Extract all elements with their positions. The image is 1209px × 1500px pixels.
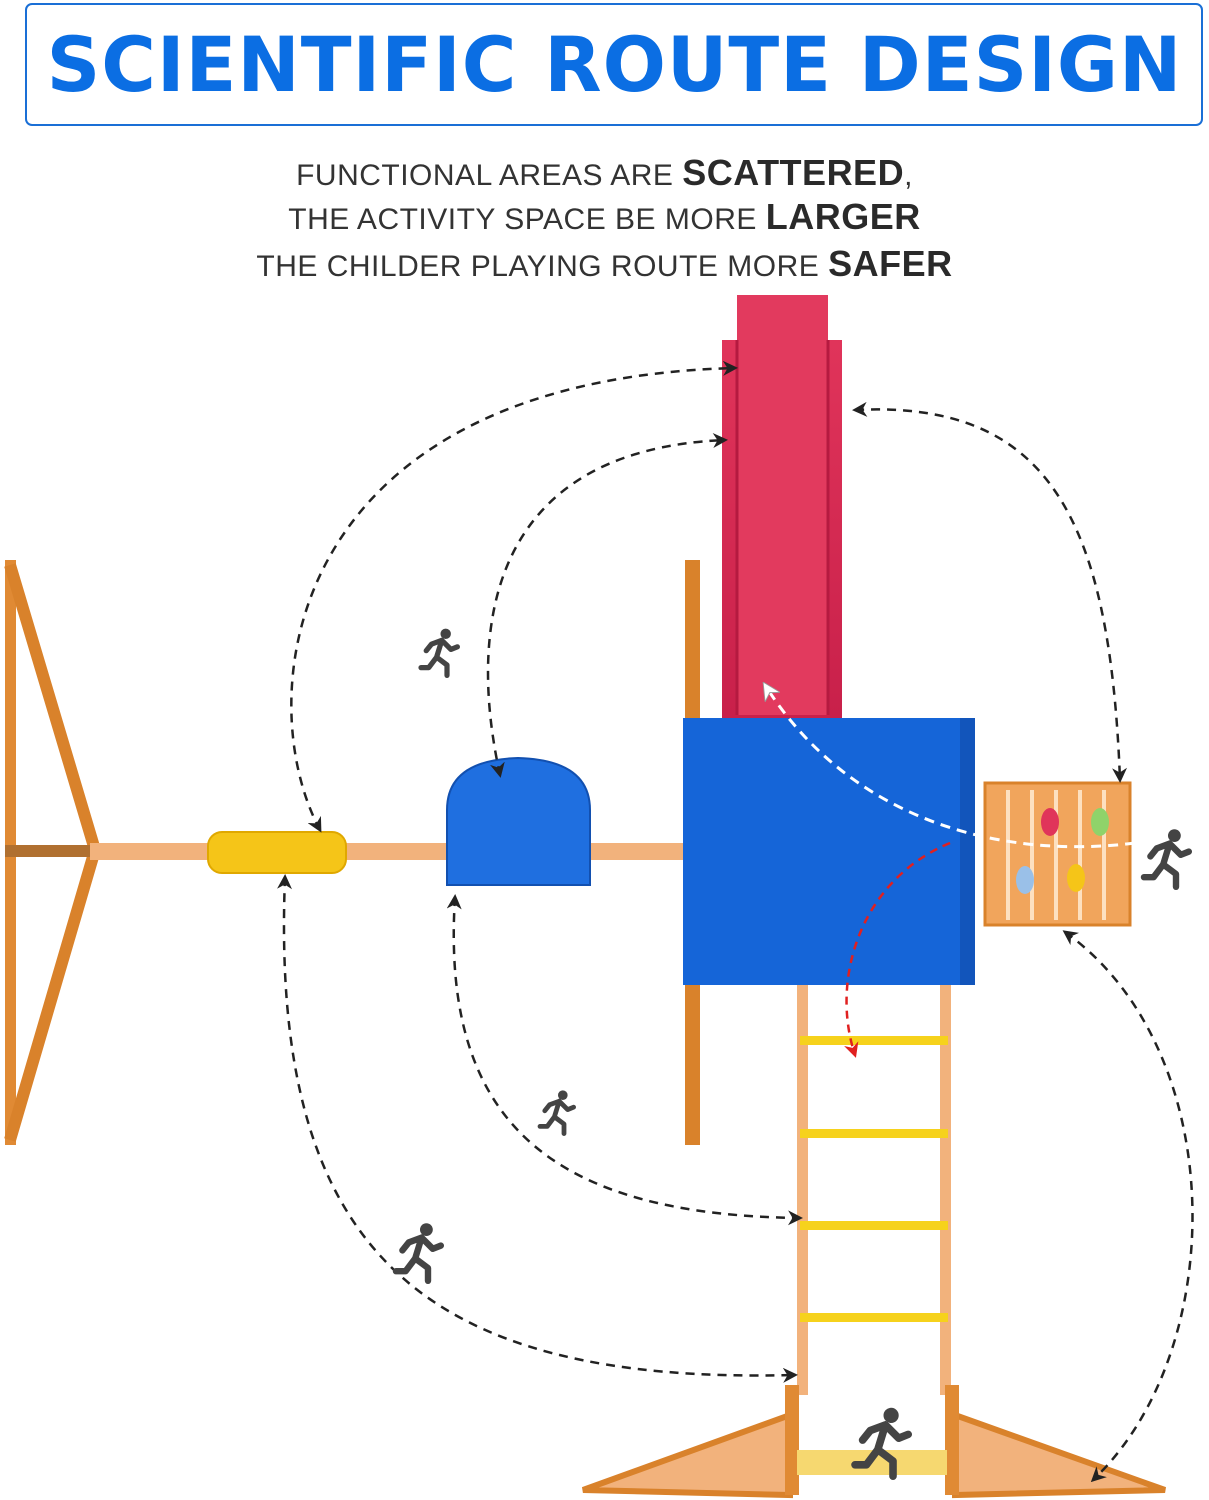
a-frame-swing-leg — [4, 560, 102, 1145]
running-child-icon — [540, 1090, 574, 1133]
slide-route-arrow — [765, 685, 1136, 849]
subtitle-emphasis: LARGER — [765, 196, 921, 237]
route-arrow-slide-to-wall — [852, 401, 1128, 783]
support-post — [685, 985, 700, 1145]
climbing-hold — [1091, 808, 1109, 836]
support-post — [685, 560, 700, 720]
exit-route-arrow — [844, 841, 951, 1058]
running-child-icon — [421, 629, 457, 676]
running-child-icon — [396, 1223, 441, 1281]
subtitle-line-1: FUNCTIONAL AREAS ARE SCATTERED, — [0, 152, 1209, 194]
running-child-icon — [1144, 829, 1189, 887]
ladder — [797, 985, 951, 1395]
route-arrow-bucket-to-slide — [486, 433, 728, 778]
subtitle-line-3: THE CHILDER PLAYING ROUTE MORE SAFER — [0, 243, 1209, 285]
subtitle-text: THE ACTIVITY SPACE BE MORE — [288, 203, 766, 236]
swing-seat — [207, 831, 347, 874]
climbing-hold — [1067, 864, 1085, 892]
swing-beam — [90, 843, 690, 860]
climbing-hold — [1041, 808, 1059, 836]
base-frame — [581, 1385, 1167, 1499]
subtitle-emphasis: SAFER — [828, 243, 953, 284]
climbing-wall — [983, 781, 1132, 927]
subtitle-text: THE CHILDER PLAYING ROUTE MORE — [256, 250, 829, 283]
subtitle-emphasis: SCATTERED — [682, 152, 905, 193]
slide — [722, 295, 842, 720]
page-title: SCIENTIFIC ROUTE DESIGN — [46, 20, 1182, 109]
subtitle-text: FUNCTIONAL AREAS ARE — [296, 159, 683, 192]
route-arrow-swing-to-slide — [290, 360, 738, 833]
title-banner: SCIENTIFIC ROUTE DESIGN — [25, 3, 1203, 126]
subtitle-line-2: THE ACTIVITY SPACE BE MORE LARGER — [0, 196, 1209, 238]
route-arrow-wall-to-base — [1062, 930, 1194, 1483]
bucket-swing — [446, 756, 591, 886]
subtitle-tail: , — [904, 159, 913, 192]
climbing-hold — [1016, 866, 1034, 894]
